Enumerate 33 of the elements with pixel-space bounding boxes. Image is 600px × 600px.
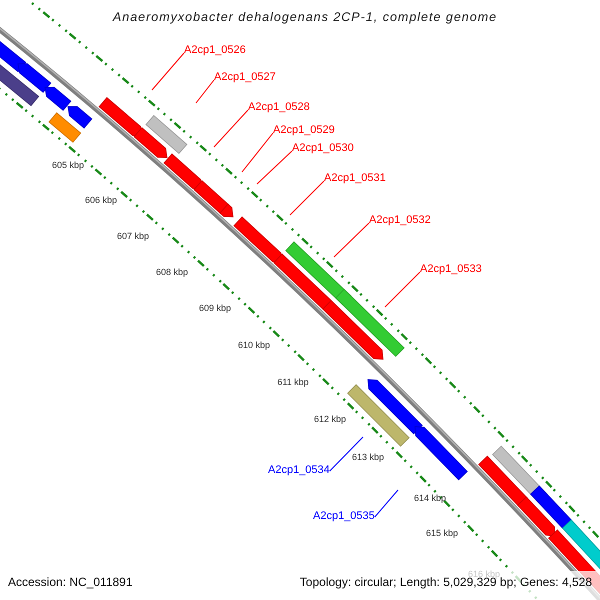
gene-label: A2cp1_0526 [184, 44, 246, 57]
leader-line [329, 436, 364, 472]
gene-label: A2cp1_0530 [292, 142, 354, 155]
gene-label: A2cp1_0534 [268, 464, 330, 477]
leader-line [374, 490, 398, 518]
scale-label: 612 kbp [312, 414, 348, 425]
scale-label: 605 kbp [50, 160, 86, 171]
gene-label: A2cp1_0533 [420, 263, 482, 276]
leader-line [290, 180, 324, 216]
scale-label: 613 kbp [350, 452, 386, 463]
gene-label: A2cp1_0532 [369, 214, 431, 227]
gene-label: A2cp1_0528 [248, 101, 310, 114]
scale-label: 609 kbp [198, 303, 232, 314]
scale-label: 611 kbp [276, 377, 310, 388]
leader-line [196, 80, 214, 104]
scale-label: 614 kbp [412, 493, 448, 504]
scale-label: 615 kbp [424, 528, 460, 539]
leader-line [214, 110, 248, 148]
title: Anaeromyxobacter dehalogenans 2CP-1, complete genome [111, 10, 498, 25]
leader-line [242, 132, 274, 172]
scale-label: 608 kbp [154, 267, 190, 278]
scale-label: 607 kbp [116, 231, 150, 242]
leader-line [152, 52, 184, 90]
gene-label: A2cp1_0535 [313, 510, 375, 523]
scale-label: 610 kbp [236, 340, 272, 351]
leader-line [334, 222, 370, 258]
accession-label: Accession: NC_011891 [8, 575, 133, 589]
leader-line [256, 150, 292, 184]
gene-label: A2cp1_0527 [214, 71, 276, 84]
leader-line [384, 272, 420, 308]
gene-label: A2cp1_0531 [324, 172, 386, 185]
scale-label: 606 kbp [84, 195, 118, 206]
gene-label: A2cp1_0529 [273, 124, 335, 137]
